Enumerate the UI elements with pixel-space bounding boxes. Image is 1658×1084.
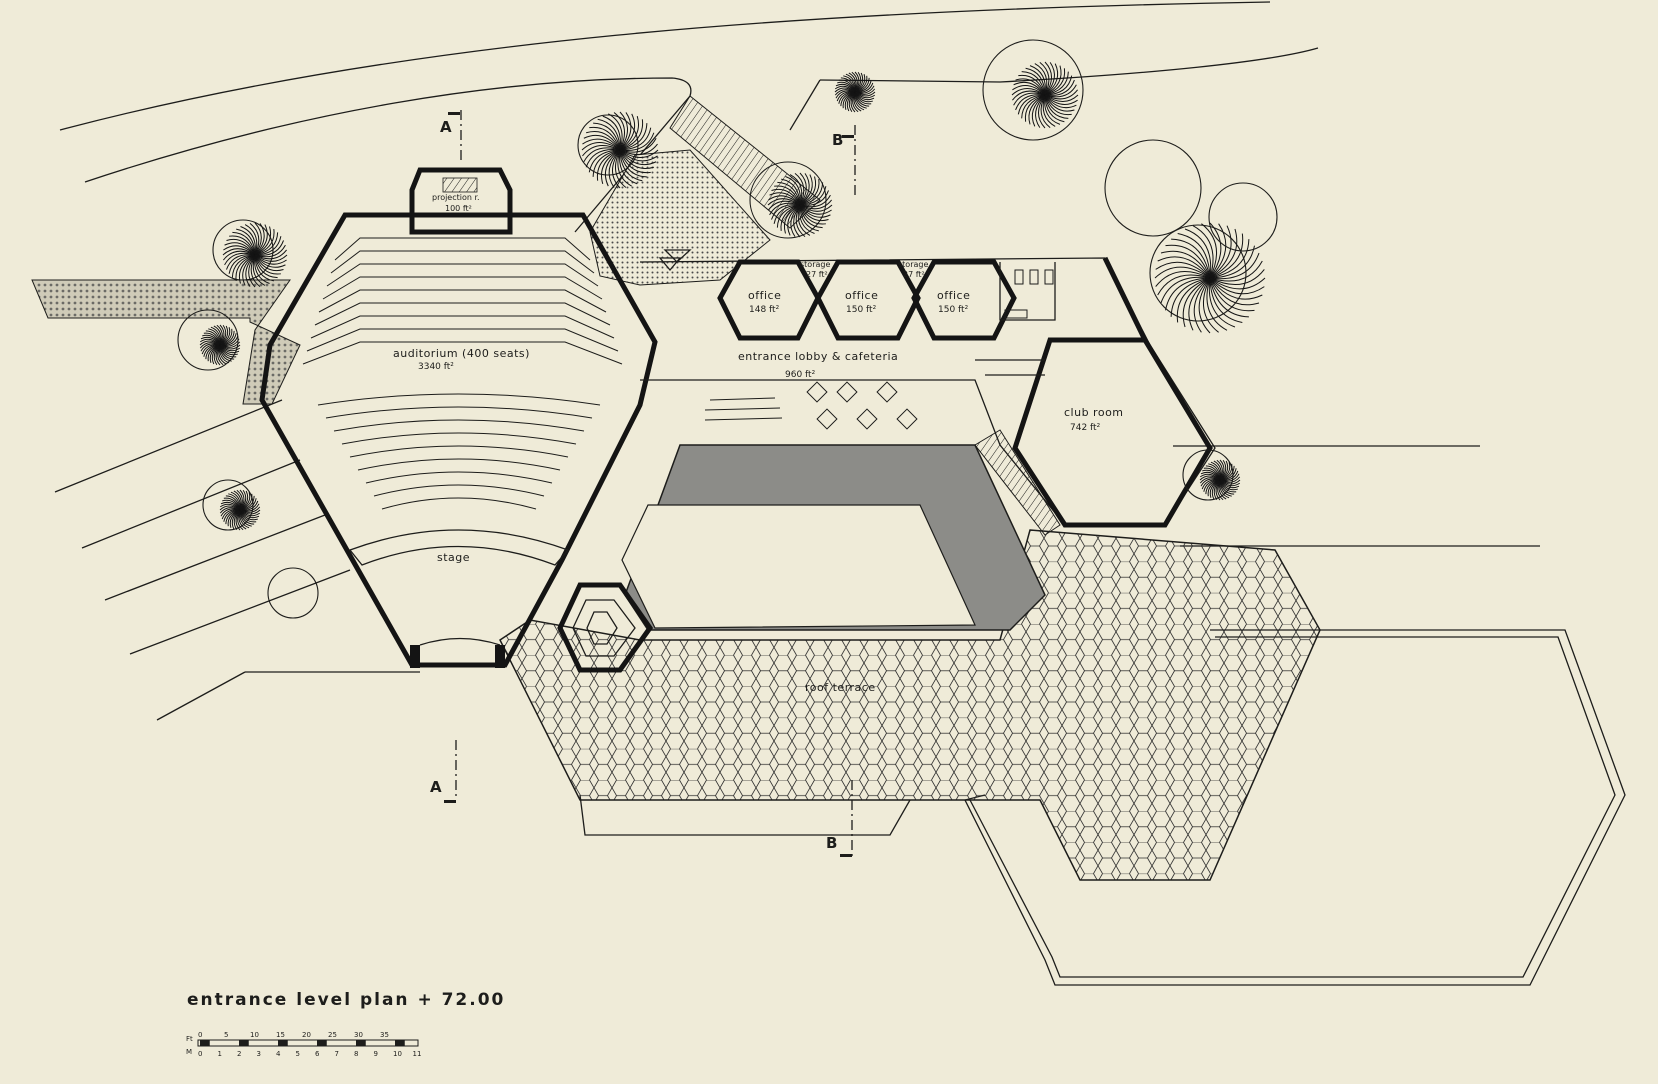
office-3-area: 150 ft² — [938, 305, 969, 315]
lobby-label: entrance lobby & cafeteria — [738, 350, 898, 363]
scale-meter-tick: 2 — [237, 1050, 241, 1058]
tree-icon — [1104, 139, 1202, 237]
scale-meter-tick: 1 — [218, 1050, 222, 1058]
scale-meter-tick: 11 — [413, 1050, 422, 1058]
roof-terrace-label: roof terrace — [805, 681, 876, 694]
office-2-label: office — [845, 289, 878, 302]
courtyard — [621, 429, 1061, 631]
scale-meter-tick: 0 — [198, 1050, 202, 1058]
tree-icon — [577, 111, 659, 189]
scale-bar: Ft M 0 5 10 15 20 25 30 35 0 1 2 3 4 5 6 7 8 9 10 11 — [186, 1031, 425, 1058]
storage-1-label: storage — [800, 260, 830, 269]
tree-icon — [267, 567, 319, 619]
section-mark-b-top: B — [832, 131, 843, 149]
auditorium-seat-rows — [302, 237, 623, 510]
lower-level-outlines — [579, 629, 1626, 986]
tree-icon — [834, 71, 876, 113]
scale-feet-tick: 15 — [276, 1031, 285, 1039]
tree-icon — [982, 39, 1084, 141]
scale-feet-tick: 35 — [380, 1031, 389, 1039]
club-room-label: club room — [1064, 406, 1124, 419]
scale-segment — [415, 1040, 425, 1046]
scale-segment — [239, 1040, 249, 1046]
office-1-label: office — [748, 289, 781, 302]
scale-feet-tick: 30 — [354, 1031, 363, 1039]
scale-segment — [298, 1040, 308, 1046]
scale-meter-tick: 8 — [354, 1050, 358, 1058]
scale-segment — [395, 1040, 405, 1046]
scale-meter-tick: 10 — [393, 1050, 402, 1058]
lobby-area: 960 ft² — [785, 370, 816, 380]
east-block — [639, 249, 1216, 528]
tree-icon — [177, 309, 241, 371]
scale-meter-tick: 5 — [296, 1050, 300, 1058]
stage-label: stage — [437, 551, 470, 564]
office-1-area: 148 ft² — [749, 305, 780, 315]
scale-meter-tick: 9 — [374, 1050, 378, 1058]
room-labels: projection r. 100 ft² auditorium (400 se… — [393, 193, 1124, 694]
scale-segment — [200, 1040, 210, 1046]
scale-meter-tick: 7 — [335, 1050, 339, 1058]
storage-2-area: 27 ft² — [903, 270, 925, 279]
scale-feet-tick: 20 — [302, 1031, 311, 1039]
scale-segment — [278, 1040, 288, 1046]
scale-meter-tick: 3 — [257, 1050, 261, 1058]
stair-tower — [557, 582, 654, 673]
storage-2-label: storage — [898, 260, 928, 269]
cafeteria-tables — [704, 381, 918, 430]
section-marks: A B A B — [430, 110, 856, 860]
site-road-lines — [54, 1, 1540, 721]
scale-meters-label: M — [186, 1048, 192, 1056]
plan-title: entrance level plan + 72.00 — [187, 990, 505, 1010]
scale-segment — [259, 1040, 269, 1046]
tree-icon — [202, 479, 261, 531]
site-trees — [177, 39, 1278, 619]
tree-icon — [749, 161, 833, 239]
paved-walkways — [31, 95, 821, 405]
auditorium-block — [259, 167, 658, 668]
scale-segment — [317, 1040, 327, 1046]
tree-icon — [1182, 449, 1241, 501]
tree-icon — [1149, 222, 1266, 334]
auditorium-area: 3340 ft² — [418, 362, 454, 372]
office-3-label: office — [937, 289, 970, 302]
section-mark-b-bottom: B — [826, 834, 837, 852]
auditorium-label: auditorium (400 seats) — [393, 347, 530, 360]
projection-room-label: projection r. — [432, 193, 480, 202]
scale-feet-tick: 10 — [250, 1031, 259, 1039]
section-mark-a-bottom: A — [430, 778, 442, 796]
section-mark-a-top: A — [440, 118, 452, 136]
scale-feet-tick: 25 — [328, 1031, 337, 1039]
tree-icon — [1208, 182, 1278, 252]
scale-feet-tick: 5 — [224, 1031, 228, 1039]
scale-feet-tick: 0 — [198, 1031, 202, 1039]
scale-ticks: 0 5 10 15 20 25 30 35 0 1 2 3 4 5 6 7 8 9 10 11 — [198, 1031, 425, 1058]
roof-terrace — [499, 529, 1321, 881]
scale-segment — [376, 1040, 386, 1046]
club-room-area: 742 ft² — [1070, 423, 1101, 433]
scale-feet-label: Ft — [186, 1035, 193, 1043]
storage-1-area: 27 ft² — [806, 270, 828, 279]
tree-icon — [212, 219, 288, 288]
scale-meter-tick: 6 — [315, 1050, 320, 1058]
projection-room-area: 100 ft² — [445, 204, 472, 213]
scale-segment — [356, 1040, 366, 1046]
office-2-area: 150 ft² — [846, 305, 877, 315]
scale-segment — [220, 1040, 230, 1046]
scale-segment — [337, 1040, 347, 1046]
scale-meter-tick: 4 — [276, 1050, 281, 1058]
